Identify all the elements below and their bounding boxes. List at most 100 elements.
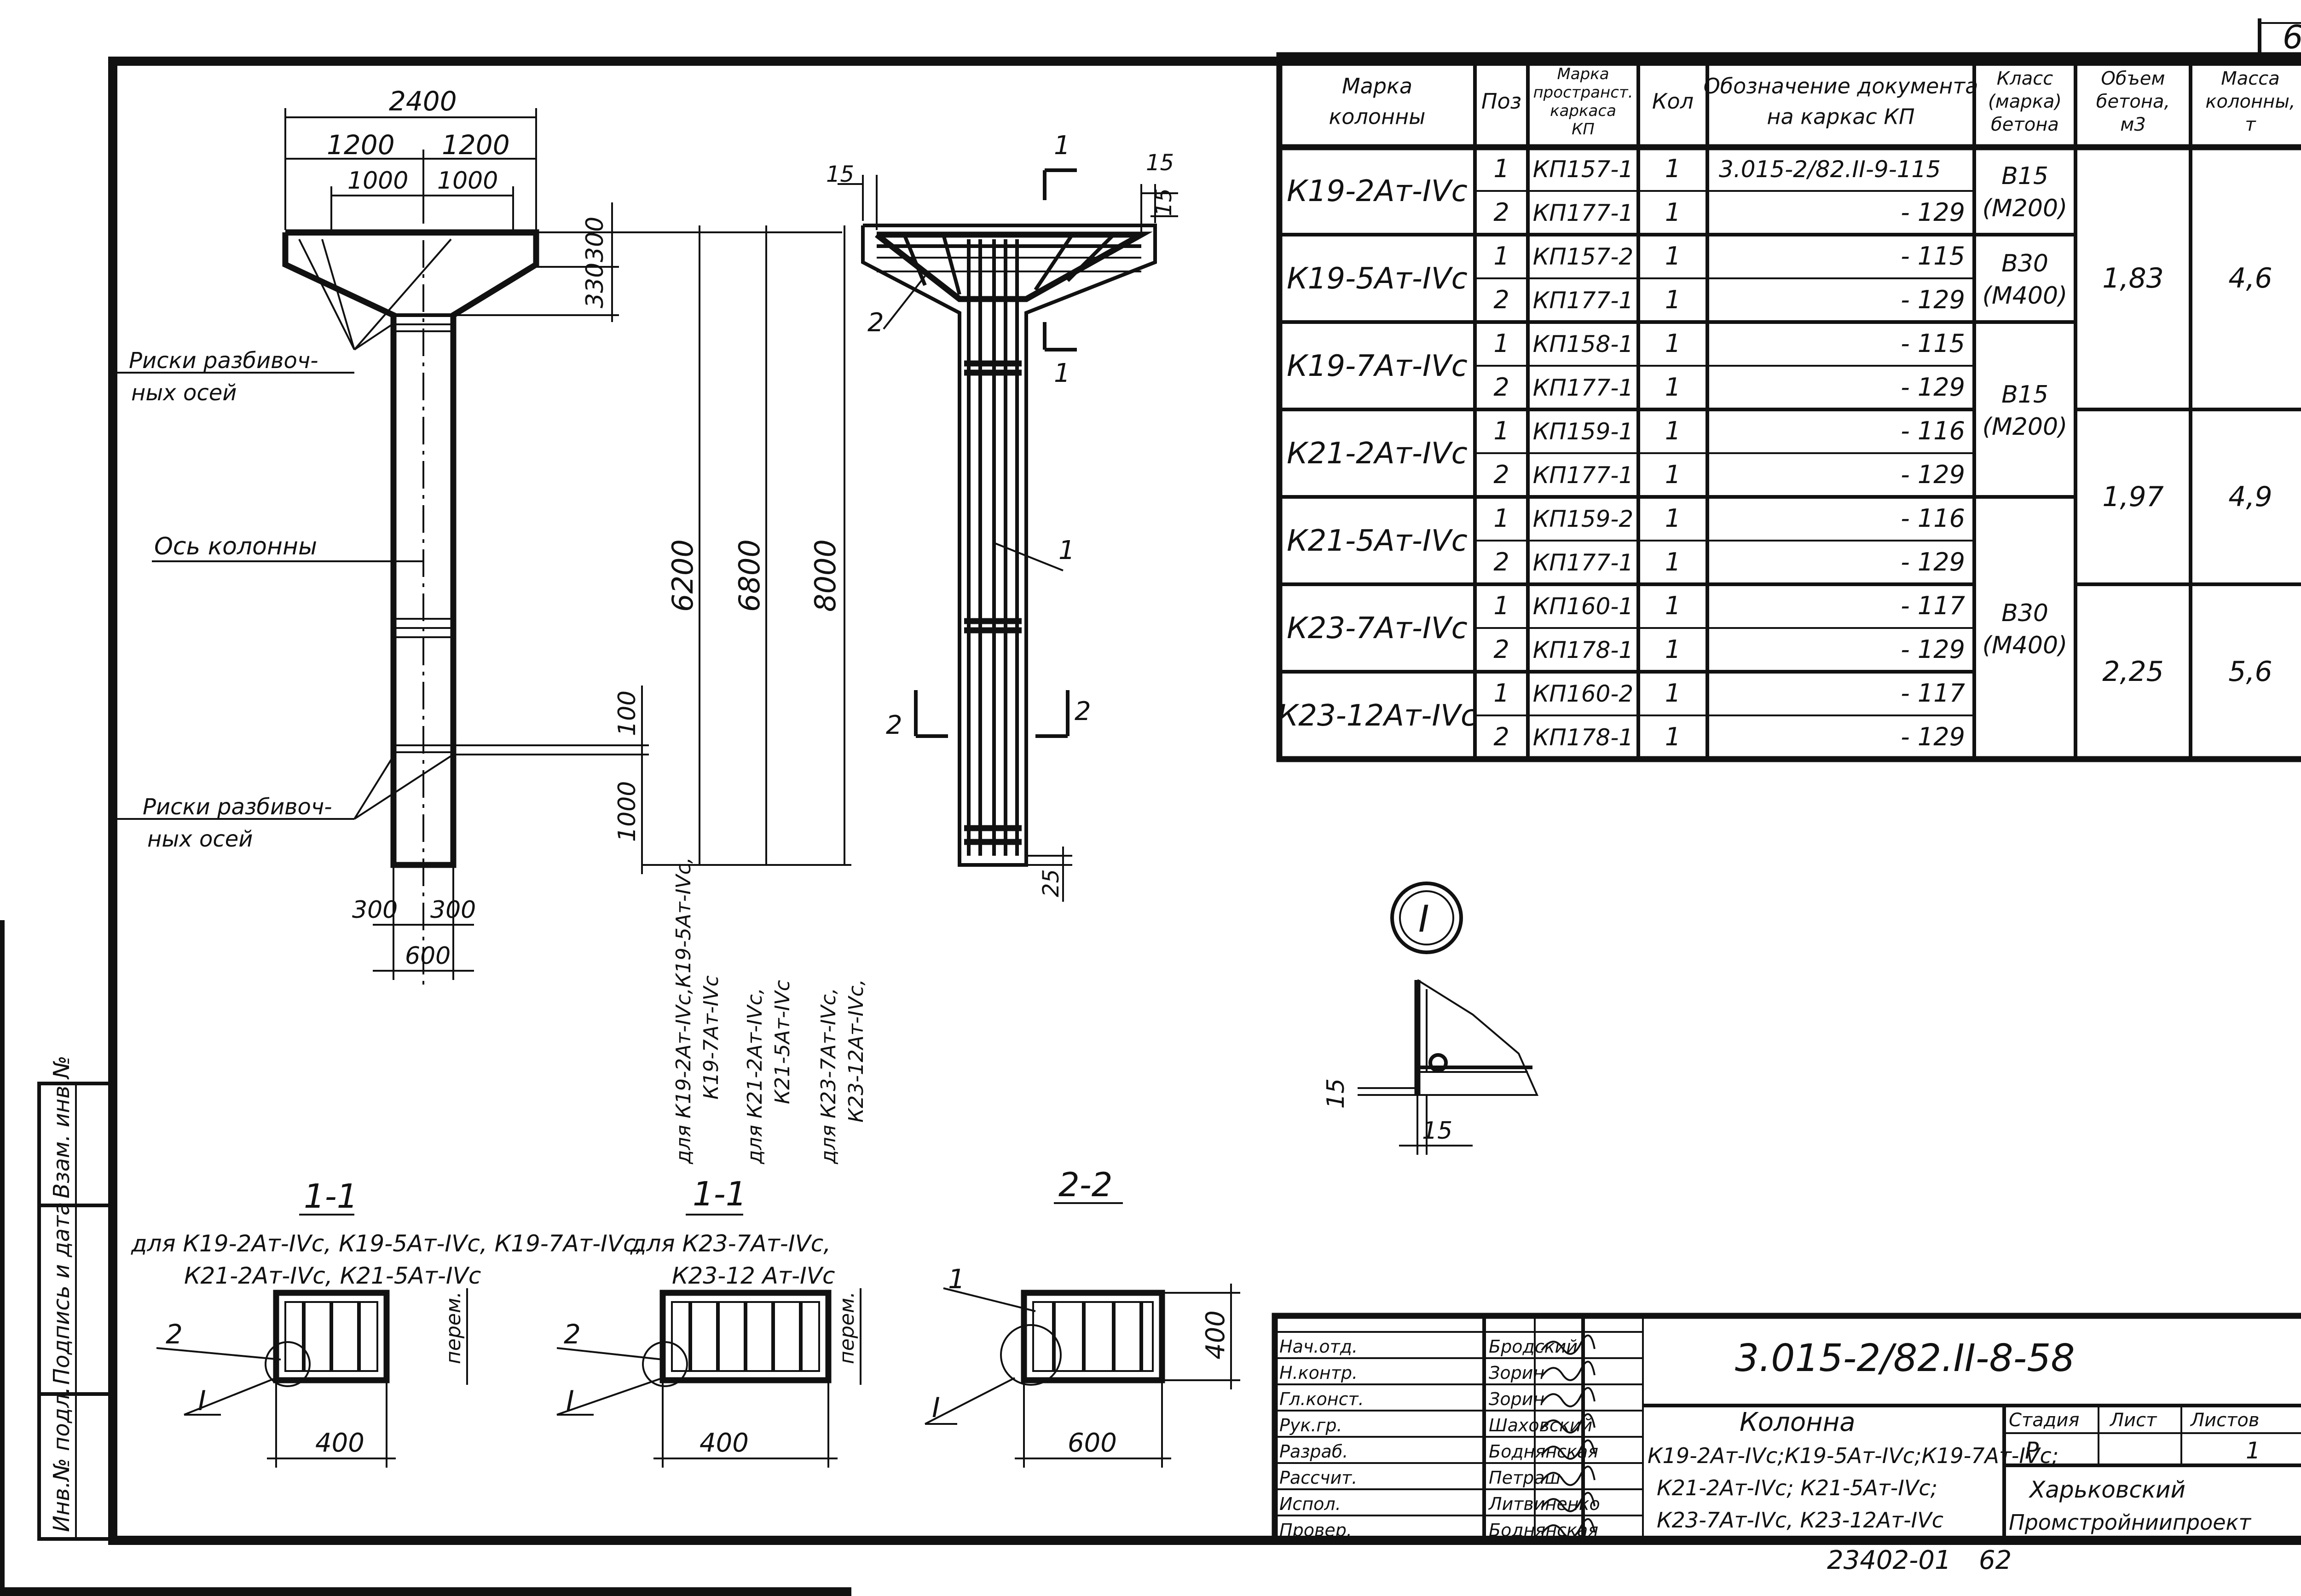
- reinf-pos-1: 1: [1058, 536, 1075, 565]
- for-list-1: для К19-2Ат-IVс,К19-5Ат-IVс,: [672, 857, 695, 1164]
- table-header-line: т: [2245, 114, 2256, 135]
- item-doc: - 129: [1901, 460, 1965, 489]
- item-kp: КП160-1: [1533, 593, 1633, 620]
- item-kp: КП178-1: [1533, 637, 1633, 663]
- role: Испол.: [1279, 1494, 1341, 1514]
- reinf-dim-15-right: 15: [1146, 150, 1174, 176]
- column-mark: К19-2Ат-IVс: [1287, 174, 1468, 208]
- dim-1200-left: 1200: [327, 129, 395, 161]
- item-kp: КП177-1: [1533, 375, 1633, 401]
- signature-scribble: [1541, 1465, 1596, 1486]
- section-title: 1-1: [693, 1175, 747, 1213]
- product-line-2: К21-2Ат-IVс; К21-5Ат-IVс;: [1657, 1475, 1937, 1500]
- dim-300-top: 300: [581, 217, 609, 262]
- item-kp: КП160-2: [1533, 680, 1633, 707]
- label-marks-top-2: ных осей: [131, 380, 237, 406]
- column-mark: К21-5Ат-IVс: [1287, 524, 1468, 558]
- item-doc: - 115: [1901, 329, 1965, 358]
- role: Рук.гр.: [1279, 1415, 1342, 1435]
- product-line-1: К19-2Ат-IVс;К19-5Ат-IVс;К19-7Ат-IVс;: [1648, 1443, 2058, 1468]
- role: Рассчит.: [1279, 1468, 1357, 1488]
- item-kp: КП178-1: [1533, 724, 1633, 751]
- column-mark: К23-7Ат-IVс: [1287, 611, 1468, 645]
- item-qty: 1: [1665, 722, 1681, 751]
- item-qty: 1: [1665, 504, 1681, 533]
- sheets-value: 1: [2246, 1437, 2261, 1464]
- item-doc: - 115: [1901, 242, 1965, 271]
- item-doc: - 117: [1901, 679, 1965, 708]
- table-header-line: Поз: [1481, 89, 1521, 114]
- person-name: Петраш: [1489, 1468, 1561, 1488]
- section-pos: 2: [564, 1319, 581, 1350]
- table-header-cell: Класс(марка)бетона: [1988, 68, 2062, 135]
- item-pos: 2: [1493, 285, 1509, 314]
- table-header-line: колонны,: [2205, 91, 2295, 112]
- cut-2-right: 2: [1075, 697, 1091, 726]
- table-header-line: каркаса: [1550, 102, 1616, 120]
- detail-i-mark: I: [1418, 898, 1429, 940]
- concrete-volume: 1,83: [2102, 262, 2164, 294]
- table-header-line: колонны: [1329, 104, 1426, 129]
- product-name: Колонна: [1740, 1407, 1856, 1437]
- column-mark: К19-7Ат-IVс: [1287, 349, 1468, 383]
- item-kp: КП157-2: [1533, 243, 1633, 270]
- section-pos: 2: [166, 1319, 183, 1350]
- item-qty: 1: [1665, 591, 1681, 620]
- dim-300-right: 300: [430, 896, 476, 924]
- item-qty: 1: [1665, 416, 1681, 445]
- dim-8000: 8000: [809, 539, 842, 612]
- item-doc: 3.015-2/82.II-9-115: [1719, 156, 1941, 183]
- for-list-4: К21-5Ат-IVс: [771, 980, 794, 1104]
- section-detail: I: [932, 1392, 940, 1424]
- item-qty: 1: [1665, 635, 1681, 664]
- item-doc: - 116: [1901, 416, 1965, 445]
- sheet-number: 61: [2283, 18, 2301, 56]
- section-title: 2-2: [1058, 1165, 1113, 1204]
- product-line-3: К23-7Ат-IVс, К23-12Ат-IVс: [1657, 1508, 1943, 1533]
- item-pos: 1: [1493, 154, 1509, 183]
- archive-number: 23402-01: [1827, 1545, 1951, 1575]
- item-doc: - 129: [1901, 722, 1965, 751]
- signature-scribble: [1541, 1413, 1596, 1434]
- item-doc: - 117: [1901, 591, 1965, 620]
- signature-row: Нач.отд.Бродский: [1279, 1334, 1596, 1357]
- stamp-replace: Взам. инв.№: [49, 1055, 75, 1198]
- dim-6200: 6200: [666, 539, 700, 612]
- table-header-line: Кол: [1652, 89, 1694, 114]
- section-sub-2: К21-2Ат-IVс, К21-5Ат-IVс: [184, 1262, 481, 1289]
- item-pos: 1: [1493, 504, 1509, 533]
- signature-row: Провер.Боднянская: [1279, 1518, 1598, 1540]
- table-header-line: Масса: [2221, 68, 2280, 89]
- table-header-line: Обозначение документа: [1704, 74, 1978, 98]
- dim-300-left: 300: [352, 896, 398, 924]
- for-list-6: К23-12Ат-IVс,: [844, 979, 868, 1123]
- table-header-line: пространст.: [1533, 83, 1633, 102]
- concrete-class: В15: [2001, 381, 2048, 409]
- table-header-cell: Кол: [1652, 89, 1694, 114]
- item-kp: КП177-1: [1533, 200, 1633, 226]
- title-block-rows: Нач.отд.БродскийН.контр.ЗоринГл.конст.Зо…: [1275, 1331, 1643, 1540]
- table-header-line: (марка): [1988, 91, 2062, 112]
- signature-scribble: [1541, 1439, 1596, 1460]
- item-pos: 1: [1493, 329, 1509, 358]
- person-name: Зорин: [1489, 1389, 1544, 1409]
- concrete-grade: (М200): [1983, 195, 2068, 222]
- item-pos: 2: [1493, 460, 1509, 489]
- section-1-1-a: 1-1 для К19-2Ат-IVс, К19-5Ат-IVс, К19-7А…: [131, 1177, 643, 1468]
- item-doc: - 129: [1901, 285, 1965, 314]
- page-number: 62: [1979, 1545, 2012, 1575]
- label-column-axis: Ось колонны: [154, 533, 317, 560]
- item-qty: 1: [1665, 547, 1681, 576]
- table-header-line: бетона: [1991, 114, 2059, 135]
- section-width: 400: [315, 1428, 364, 1458]
- role: Провер.: [1279, 1520, 1352, 1540]
- section-detail: I: [566, 1385, 574, 1417]
- section-sub-1: для К19-2Ат-IVс, К19-5Ат-IVс, К19-7Ат-IV…: [131, 1230, 643, 1257]
- dim-330: 330: [581, 263, 609, 308]
- concrete-volume: 1,97: [2102, 481, 2164, 513]
- left-stamp: Инв.№ подл. Подпись и дата Взам. инв.№: [37, 1055, 115, 1541]
